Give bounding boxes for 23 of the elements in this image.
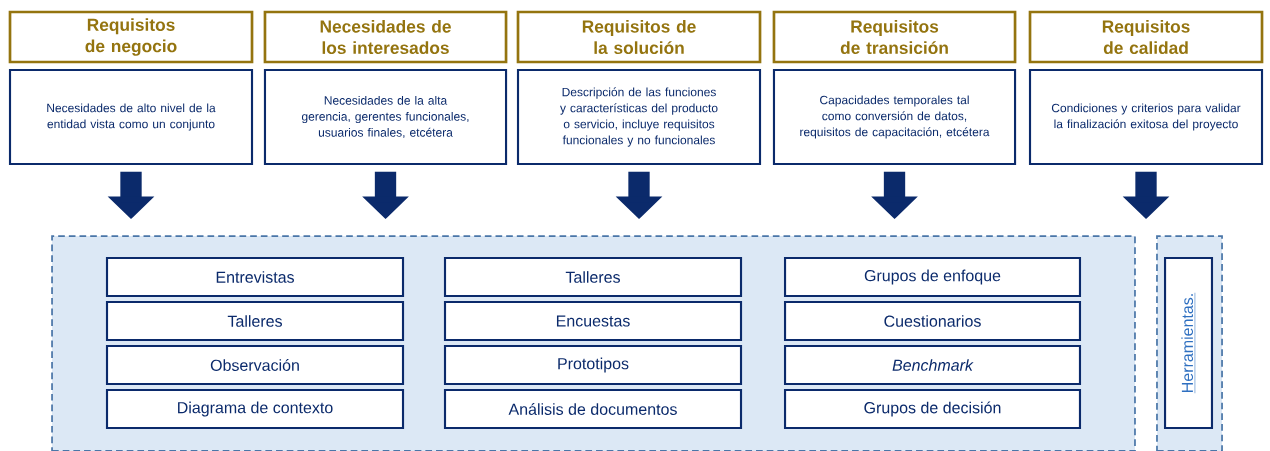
tool-box: Prototipos	[443, 344, 743, 386]
tool-box: Herramientas.	[1164, 256, 1214, 430]
tool-box: Análisis de documentos	[443, 388, 743, 430]
tool-box: Entrevistas	[105, 256, 405, 298]
description-box: Condiciones y criterios para validar la finalización exitosa del proyecto	[1028, 68, 1264, 166]
tool-box: Observación	[105, 344, 405, 386]
tool-box: Talleres	[443, 256, 743, 298]
description-box: Descripción de las funciones y características del producto o servicio, incluye requisitos funcionales y no funcionales	[516, 68, 762, 166]
tool-box: Talleres	[105, 300, 405, 342]
heading-box: Requisitos de la solución	[516, 10, 762, 64]
tool-box: Benchmark	[783, 344, 1082, 386]
heading-box: Requisitos de negocio	[8, 10, 254, 64]
heading-box: Requisitos de calidad	[1028, 10, 1264, 64]
heading-box: Necesidades de los interesados	[263, 10, 508, 64]
description-box: Capacidades temporales tal como conversión de datos, requisitos de capacitación, etcétera	[772, 68, 1017, 166]
description-box: Necesidades de alto nivel de la entidad vista como un conjunto	[8, 68, 254, 166]
tool-box: Grupos de decisión	[783, 388, 1082, 430]
tool-box: Grupos de enfoque	[783, 256, 1082, 298]
tool-box: Cuestionarios	[783, 300, 1082, 342]
tool-box: Diagrama de contexto	[105, 388, 405, 430]
description-box: Necesidades de la alta gerencia, gerentes funcionales, usuarios finales, etcétera	[263, 68, 508, 166]
tool-box: Encuestas	[443, 300, 743, 342]
heading-box: Requisitos de transición	[772, 10, 1017, 64]
